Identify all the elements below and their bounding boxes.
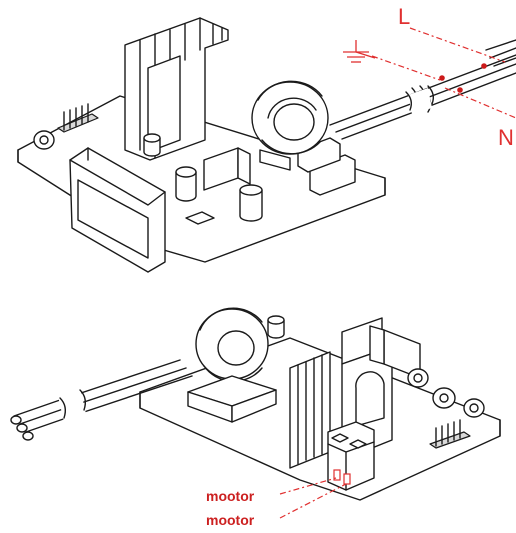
bottom-toroid	[187, 307, 277, 423]
bottom-board	[10, 307, 501, 519]
line-label: L	[398, 4, 410, 29]
top-front-panel	[69, 147, 166, 273]
bottom-pin-header	[429, 419, 471, 449]
motor-leader-2	[279, 483, 347, 519]
bottom-capacitor	[267, 315, 285, 339]
motor-label-2: mootor	[206, 512, 255, 528]
motor-label-1: mootor	[206, 488, 255, 504]
top-trimmer	[33, 130, 55, 150]
top-heatsink	[124, 17, 229, 161]
top-small-chip	[185, 211, 215, 225]
top-pin-header	[57, 103, 99, 133]
ground-icon	[343, 40, 376, 63]
top-board	[17, 17, 516, 273]
bottom-cable	[10, 359, 193, 441]
bottom-trimmers	[407, 368, 485, 418]
top-wiring-annotation	[371, 27, 516, 119]
motor-leader-1	[279, 477, 337, 495]
top-capacitors	[143, 133, 263, 222]
top-mains-cable	[329, 39, 516, 140]
neutral-label: N	[498, 125, 514, 150]
top-toroid	[251, 80, 329, 171]
motor-terminal	[327, 421, 375, 491]
